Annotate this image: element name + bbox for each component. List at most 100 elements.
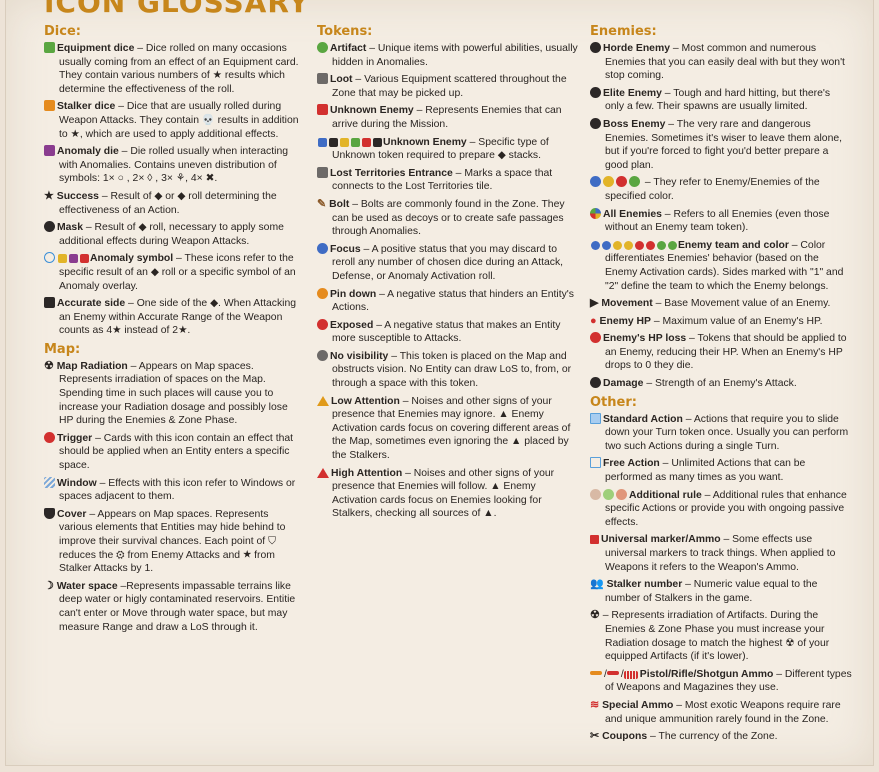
focus-icon: [317, 242, 328, 254]
unknown-token-x-icon: [373, 137, 382, 147]
entry-additional-rule: Additional rule – Additional rules that …: [590, 488, 852, 530]
entry-free-action: Free Action – Unlimited Actions that can…: [590, 457, 852, 484]
elite-enemy-icon: [590, 86, 601, 98]
entry-stalker-dice: Stalker dice – Dice that are usually rol…: [44, 100, 302, 141]
entry-horde-enemy: Horde Enemy – Most common and numerous E…: [590, 42, 852, 83]
radiation-icon: ☢: [44, 359, 54, 372]
movement-icon: ▶: [590, 297, 599, 310]
column-enemies-other: Enemies: Horde Enemy – Most common and n…: [590, 22, 852, 748]
entry-success: ★ Success – Result of ◆ or ◆ roll determ…: [44, 189, 277, 216]
entry-coupons: ✂ Coupons – The currency of the Zone.: [590, 730, 778, 743]
column-dice-map: Dice: Equipment dice – Dice rolled on ma…: [44, 22, 302, 638]
standard-action-icon: [590, 412, 601, 424]
entry-pin-down: Pin down – A negative status that hinder…: [317, 287, 579, 315]
section-title-other: Other:: [590, 394, 637, 410]
additional-rule-icon: [590, 488, 601, 500]
team-green-2-icon: [668, 240, 677, 250]
team-red-1-icon: [635, 240, 644, 250]
page-background: [5, 0, 874, 766]
equipment-die-icon: [44, 42, 55, 53]
entry-bolt: ✎ Bolt – Bolts are commonly found in the…: [317, 197, 565, 238]
enemy-green-icon: [629, 176, 640, 188]
section-title-map: Map:: [44, 341, 81, 357]
pin-down-icon: [317, 287, 328, 299]
entry-cover: Cover – Appears on Map spaces. Represent…: [44, 507, 302, 576]
entry-loot: Loot – Various Equipment scattered throu…: [317, 73, 579, 100]
free-action-icon: [590, 457, 601, 469]
damage-icon: [590, 377, 601, 389]
universal-marker-icon: [590, 535, 599, 545]
unknown-token-dark-icon: [329, 137, 338, 147]
accurate-side-icon: [44, 297, 55, 309]
rifle-ammo-icon: [606, 670, 619, 675]
entry-equipment-dice: Equipment dice – Dice rolled on many occ…: [44, 42, 302, 96]
unknown-token-yellow-icon: [340, 137, 349, 147]
entry-enemy-colors: – They refer to Enemy/Enemies of the spe…: [590, 176, 852, 203]
anomaly-symbols-icon: [44, 252, 55, 264]
window-icon: [44, 476, 55, 488]
entry-high-attention: High Attention – Noises and other signs …: [317, 467, 579, 521]
team-green-1-icon: [657, 240, 666, 250]
entry-window: Window – Effects with this icon refer to…: [44, 476, 302, 504]
hp-loss-icon: [590, 332, 601, 344]
trigger-icon: [44, 431, 55, 443]
unknown-token-green-icon: [351, 137, 360, 147]
skull-icon: [44, 221, 55, 233]
column-tokens: Tokens: Artifact – Unique items with pow…: [317, 22, 579, 525]
entry-no-visibility: No visibility – This token is placed on …: [317, 349, 579, 391]
entry-boss-enemy: Boss Enemy – The very rare and dangerous…: [590, 117, 852, 172]
entry-enemy-team: Enemy team and color – Color differentia…: [590, 239, 852, 293]
page-title: ICON GLOSSARY: [44, 0, 310, 19]
no-visibility-icon: [317, 349, 328, 361]
entry-unknown-enemy-types: Unknown Enemy – Specific type of Unknown…: [317, 136, 579, 163]
section-title-enemies: Enemies:: [590, 24, 657, 39]
exposed-icon: [317, 318, 328, 330]
entry-map-radiation: ☢ Map Radiation – Appears on Map spaces.…: [44, 359, 288, 427]
ammo-types-icon: [590, 670, 602, 675]
shotgun-ammo-icon: [623, 670, 638, 679]
entry-trigger: Trigger – Cards with this icon contain a…: [44, 431, 302, 473]
artifact-radiation-icon: ☢: [590, 609, 600, 622]
rule-green-icon: [603, 488, 614, 500]
team-red-2-icon: [646, 240, 655, 250]
low-attention-icon: [317, 395, 329, 406]
entry-anomaly-symbol: Anomaly symbol – These icons refer to th…: [44, 252, 302, 293]
special-ammo-icon: ≋: [590, 698, 600, 711]
team-yellow-1-icon: [613, 240, 622, 250]
stalker-die-icon: [44, 100, 55, 112]
boss-enemy-icon: [590, 117, 601, 129]
crystal-icon: [58, 254, 67, 264]
star-icon: ★: [44, 189, 54, 202]
entry-all-enemies: All Enemies – Refers to all Enemies (eve…: [590, 207, 852, 235]
unknown-enemy-types-icon: [318, 137, 327, 147]
lost-territories-icon: [317, 166, 328, 178]
entry-special-ammo: ≋ Special Ammo – Most exotic Weapons req…: [590, 698, 841, 725]
horde-enemy-icon: [590, 42, 601, 53]
all-enemies-icon: [590, 207, 601, 219]
section-title-tokens: Tokens:: [317, 24, 373, 39]
entry-lost-territories: Lost Territories Entrance – Marks a spac…: [317, 166, 579, 194]
unknown-token-red-icon: [362, 137, 371, 147]
team-yellow-2-icon: [624, 240, 633, 250]
water-space-icon: ☽: [44, 579, 54, 592]
cover-icon: [44, 507, 55, 519]
section-title-dice: Dice:: [44, 24, 81, 39]
coupons-icon: ✂: [590, 730, 600, 743]
unknown-enemy-icon: [317, 104, 328, 116]
enemy-hp-icon: ●: [590, 314, 597, 327]
entry-standard-action: Standard Action – Actions that require y…: [590, 412, 852, 454]
entry-focus: Focus – A positive status that you may d…: [317, 242, 579, 284]
enemy-red-icon: [616, 176, 627, 188]
bolt-icon: ✎: [317, 197, 327, 210]
enemy-colors-icon: [590, 176, 601, 188]
entry-artifact-radiation: ☢ – Represents irradiation of Artifacts.…: [590, 609, 830, 663]
enemy-team-icon: [591, 240, 600, 250]
entry-elite-enemy: Elite Enemy – Tough and hard hitting, bu…: [590, 86, 852, 114]
entry-movement: ▶ Movement – Base Movement value of an E…: [590, 297, 831, 310]
entry-accurate-side: Accurate side – One side of the ◆. When …: [44, 297, 302, 338]
artifact-icon: [317, 42, 328, 53]
entry-low-attention: Low Attention – Noises and other signs o…: [317, 395, 579, 463]
entry-ammo-types: //Pistol/Rifle/Shotgun Ammo – Different …: [590, 668, 852, 695]
anomaly-die-icon: [44, 145, 55, 157]
entry-mask: Mask – Result of ◆ roll, necessary to ap…: [44, 221, 302, 248]
